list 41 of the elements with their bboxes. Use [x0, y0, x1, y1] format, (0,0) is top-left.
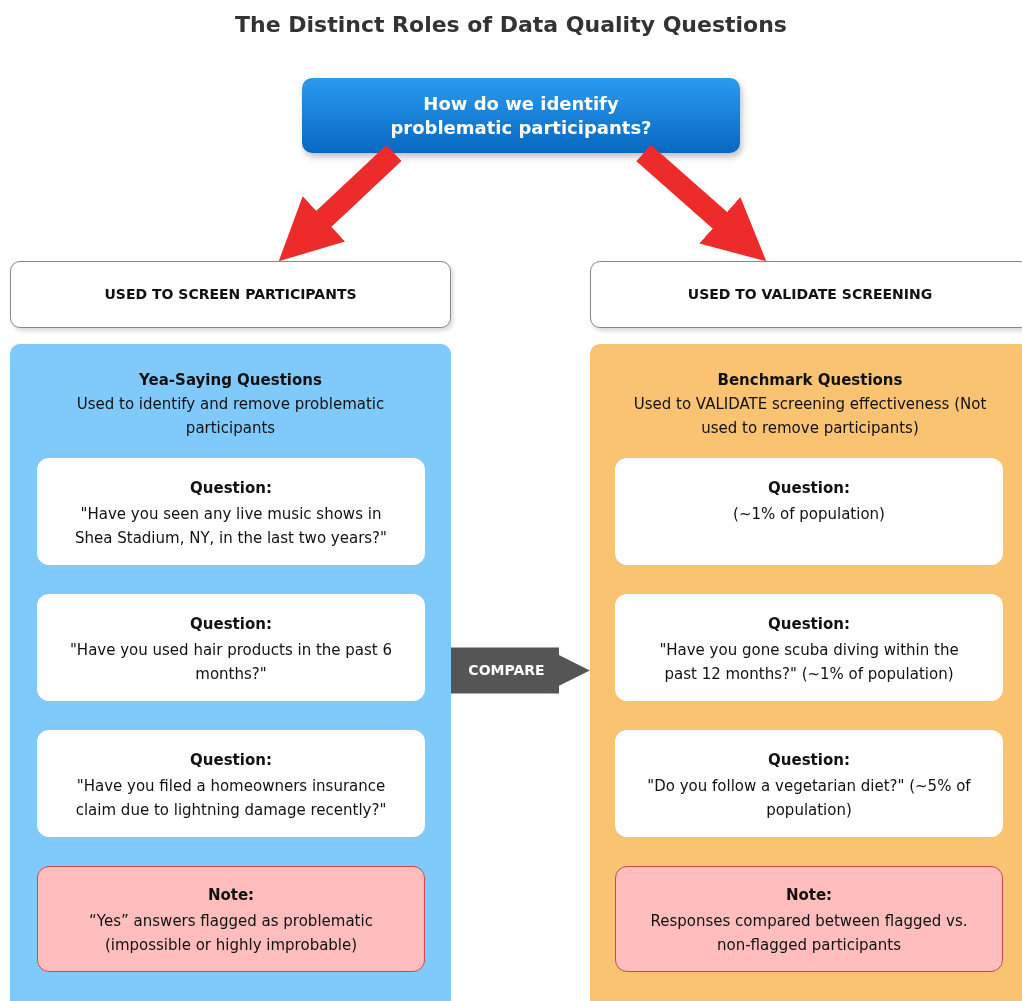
card-heading: Note:: [206, 885, 256, 906]
question-card: [615, 458, 1003, 565]
card-heading: Note:: [784, 885, 834, 906]
card-text: "Have you used hair products in the past 6 months?": [68, 640, 393, 686]
question-card: [37, 458, 425, 565]
card-text: "Have you gone scuba diving within the past 12 months?" (~1% of population): [658, 640, 960, 686]
card-text: Responses compared between flagged vs. non-flagged participants: [649, 911, 969, 957]
edge-label: COMPARE: [468, 662, 545, 679]
card-heading: Question:: [189, 614, 273, 635]
card-text: "Have you filed a homeowners insurance claim due to lightning damage recently?": [74, 776, 388, 822]
card-text: "Do you follow a vegetarian diet?" (~5% of population): [646, 776, 972, 822]
category-panel: [10, 344, 451, 1001]
note-card: [615, 866, 1003, 972]
header-box: [10, 261, 451, 328]
panel-description: Used to VALIDATE screening effectiveness (Not used to remove participants): [632, 394, 988, 440]
question-box: [302, 78, 740, 153]
question-card: [37, 730, 425, 837]
panel-description: Used to identify and remove problematic participants: [75, 394, 386, 440]
panel-title: Yea-Saying Questions: [138, 370, 323, 391]
diagram-title: The Distinct Roles of Data Quality Questions: [234, 12, 788, 37]
arrow: [636, 144, 767, 262]
arrow: [451, 647, 590, 694]
panel-title: Benchmark Questions: [716, 370, 904, 391]
card-text: (~1% of population): [732, 504, 886, 526]
header-text: USED TO SCREEN PARTICIPANTS: [104, 285, 357, 304]
header-text: USED TO VALIDATE SCREENING: [687, 285, 933, 304]
card-heading: Question:: [189, 750, 273, 771]
card-heading: Question:: [767, 614, 851, 635]
category-panel: [590, 344, 1022, 1001]
card-heading: Question:: [189, 478, 273, 499]
question-card: [615, 594, 1003, 701]
card-text: “Yes” answers flagged as problematic (impossible or highly improbable): [88, 911, 374, 957]
question-text: How do we identify problematic participants?: [389, 92, 653, 139]
question-card: [615, 730, 1003, 837]
card-text: "Have you seen any live music shows in Shea Stadium, NY, in the last two years?": [74, 504, 388, 550]
arrow: [278, 145, 402, 262]
card-heading: Question:: [767, 478, 851, 499]
note-card: [37, 866, 425, 972]
card-heading: Question:: [767, 750, 851, 771]
header-box: [590, 261, 1022, 328]
question-card: [37, 594, 425, 701]
